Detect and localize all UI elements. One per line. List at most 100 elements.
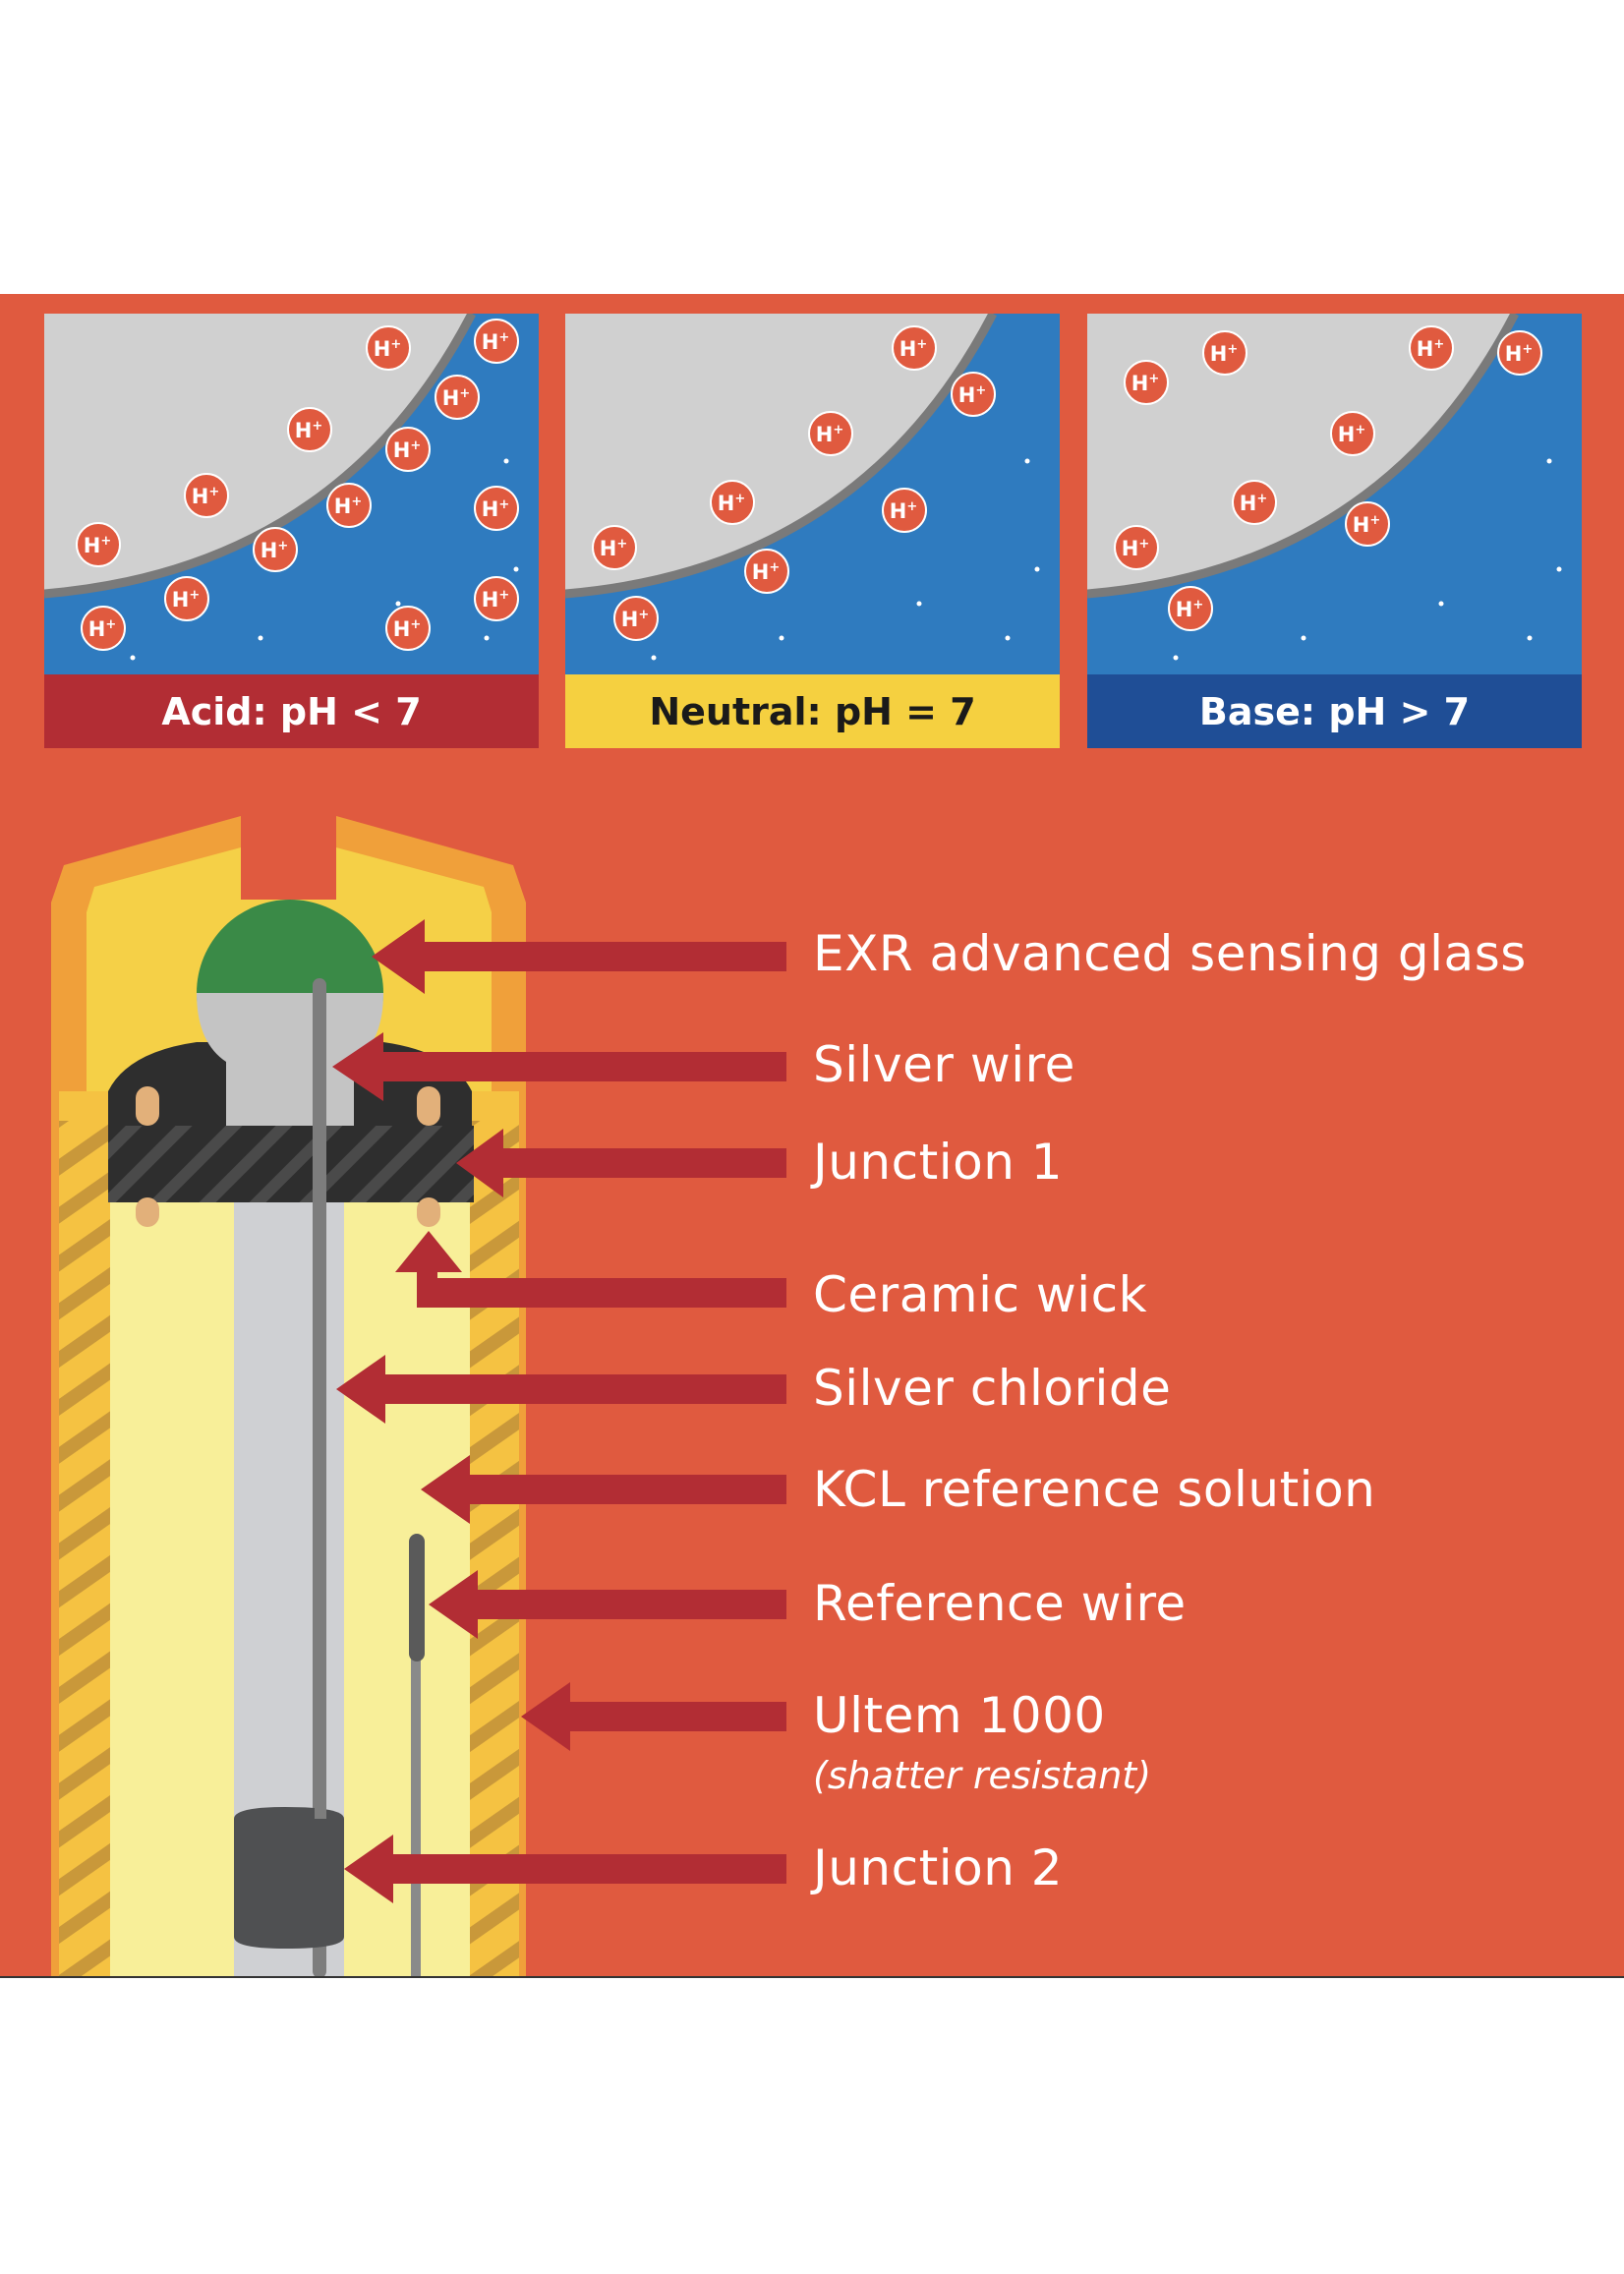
svg-text:H+: H+ <box>393 617 421 641</box>
hydrogen-ion: H+ <box>1124 360 1169 405</box>
callout-reference-wire: Reference wire <box>813 1575 1187 1632</box>
svg-text:H+: H+ <box>84 534 111 557</box>
base-illustration: H+H+H+H+H+H+H+H+H+ <box>1087 314 1582 674</box>
arrow-reference-wire <box>429 1570 786 1639</box>
ceramic-wick-right-top <box>417 1086 440 1126</box>
svg-text:H+: H+ <box>899 337 927 361</box>
reference-wire-thin <box>411 1652 421 1976</box>
bubble-dot <box>130 655 136 661</box>
bubble-dot <box>513 566 519 572</box>
svg-text:H+: H+ <box>1353 513 1380 537</box>
arrow-exr-glass <box>372 919 786 994</box>
svg-text:H+: H+ <box>1338 423 1365 446</box>
ultem-wall-left-upper <box>59 1091 114 1121</box>
svg-text:H+: H+ <box>374 337 401 361</box>
hydrogen-ion: H+ <box>76 522 121 567</box>
svg-text:H+: H+ <box>1505 342 1533 366</box>
neutral-panel: H+H+H+H+H+H+H+H+ Neutral: pH = 7 <box>565 314 1060 748</box>
hydrogen-ion: H+ <box>184 473 229 518</box>
bubble-dot <box>1556 566 1562 572</box>
svg-text:H+: H+ <box>1240 492 1267 515</box>
bubble-dot <box>1546 458 1552 464</box>
svg-text:H+: H+ <box>393 438 421 462</box>
arrow-ceramic-wick <box>395 1231 786 1308</box>
callout-ceramic-wick: Ceramic wick <box>813 1266 1148 1323</box>
bubble-dot <box>395 601 401 607</box>
base-panel: H+H+H+H+H+H+H+H+H+ Base: pH > 7 <box>1087 314 1582 748</box>
ultem-wall-right-upper <box>464 1091 519 1121</box>
arrow-ultem <box>521 1682 786 1751</box>
bubble-dot <box>916 601 922 607</box>
callout-silver-wire: Silver wire <box>813 1036 1075 1093</box>
svg-text:H+: H+ <box>482 588 509 612</box>
hydrogen-ion: H+ <box>326 483 372 528</box>
hydrogen-ion: H+ <box>474 486 519 531</box>
hydrogen-ion: H+ <box>287 407 332 452</box>
neutral-illustration: H+H+H+H+H+H+H+H+ <box>565 314 1060 674</box>
hydrogen-ion: H+ <box>1114 525 1159 570</box>
bubble-dot <box>258 635 263 641</box>
hydrogen-ion: H+ <box>951 372 996 417</box>
ultem-wall-left <box>59 1111 114 1976</box>
svg-text:H+: H+ <box>192 485 219 508</box>
reference-wire <box>409 1534 425 1662</box>
svg-text:H+: H+ <box>172 588 200 612</box>
bubble-dot <box>779 635 784 641</box>
svg-text:H+: H+ <box>482 330 509 354</box>
hydrogen-ion: H+ <box>613 596 659 641</box>
callout-ultem: Ultem 1000 <box>813 1687 1106 1744</box>
callout-exr-glass: EXR advanced sensing glass <box>813 925 1527 982</box>
hydrogen-ion: H+ <box>882 488 927 533</box>
bubble-dot <box>1005 635 1011 641</box>
ceramic-wick-right <box>417 1197 440 1227</box>
hydrogen-ion: H+ <box>164 576 209 621</box>
panel-bottom-border <box>0 1976 1624 1978</box>
hydrogen-ion: H+ <box>1168 586 1213 631</box>
glass-membrane <box>44 314 472 594</box>
bubble-dot <box>1034 566 1040 572</box>
junction-1 <box>108 1126 474 1202</box>
callout-arrows <box>332 919 786 1903</box>
callout-kcl-solution: KCL reference solution <box>813 1461 1376 1518</box>
acid-illustration: H+H+H+H+H+H+H+H+H+H+H+H+H+H+ <box>44 314 539 674</box>
svg-text:H+: H+ <box>1176 598 1203 621</box>
hydrogen-ion: H+ <box>892 325 937 371</box>
callout-silver-chloride: Silver chloride <box>813 1360 1172 1417</box>
arrow-silver-wire <box>332 1032 786 1101</box>
hydrogen-ion: H+ <box>81 606 126 651</box>
hydrogen-ion: H+ <box>385 427 431 472</box>
svg-text:H+: H+ <box>718 492 745 515</box>
arrow-junction-1 <box>456 1129 786 1197</box>
bubble-dot <box>1173 655 1179 661</box>
hydrogen-ion: H+ <box>808 411 853 456</box>
svg-text:H+: H+ <box>334 495 362 518</box>
junction-2-wire <box>315 1789 326 1819</box>
glass-membrane <box>565 314 993 594</box>
svg-text:H+: H+ <box>482 497 509 521</box>
hydrogen-ion: H+ <box>744 549 789 594</box>
base-label: Base: pH > 7 <box>1087 674 1582 748</box>
acid-label: Acid: pH < 7 <box>44 674 539 748</box>
bubble-dot <box>1301 635 1306 641</box>
svg-text:H+: H+ <box>295 419 322 442</box>
hydrogen-ion: H+ <box>474 319 519 364</box>
svg-text:H+: H+ <box>890 499 917 523</box>
svg-text:H+: H+ <box>816 423 843 446</box>
silver-wire <box>313 978 326 1976</box>
bubble-dot <box>484 635 490 641</box>
callout-ultem-note: (shatter resistant) <box>813 1754 1152 1797</box>
acid-panel: H+H+H+H+H+H+H+H+H+H+H+H+H+H+ Acid: pH < … <box>44 314 539 748</box>
callout-junction-1: Junction 1 <box>813 1134 1064 1191</box>
junction-2 <box>234 1807 344 1949</box>
hydrogen-ion: H+ <box>253 527 298 572</box>
hydrogen-ion: H+ <box>1232 480 1277 525</box>
svg-text:H+: H+ <box>621 608 649 631</box>
svg-text:H+: H+ <box>752 560 780 584</box>
hydrogen-ion: H+ <box>1202 330 1247 376</box>
svg-text:H+: H+ <box>1210 342 1238 366</box>
membrane-edge <box>44 314 476 599</box>
svg-text:H+: H+ <box>1131 372 1159 395</box>
bubble-dot <box>1024 458 1030 464</box>
hydrogen-ion: H+ <box>474 576 519 621</box>
